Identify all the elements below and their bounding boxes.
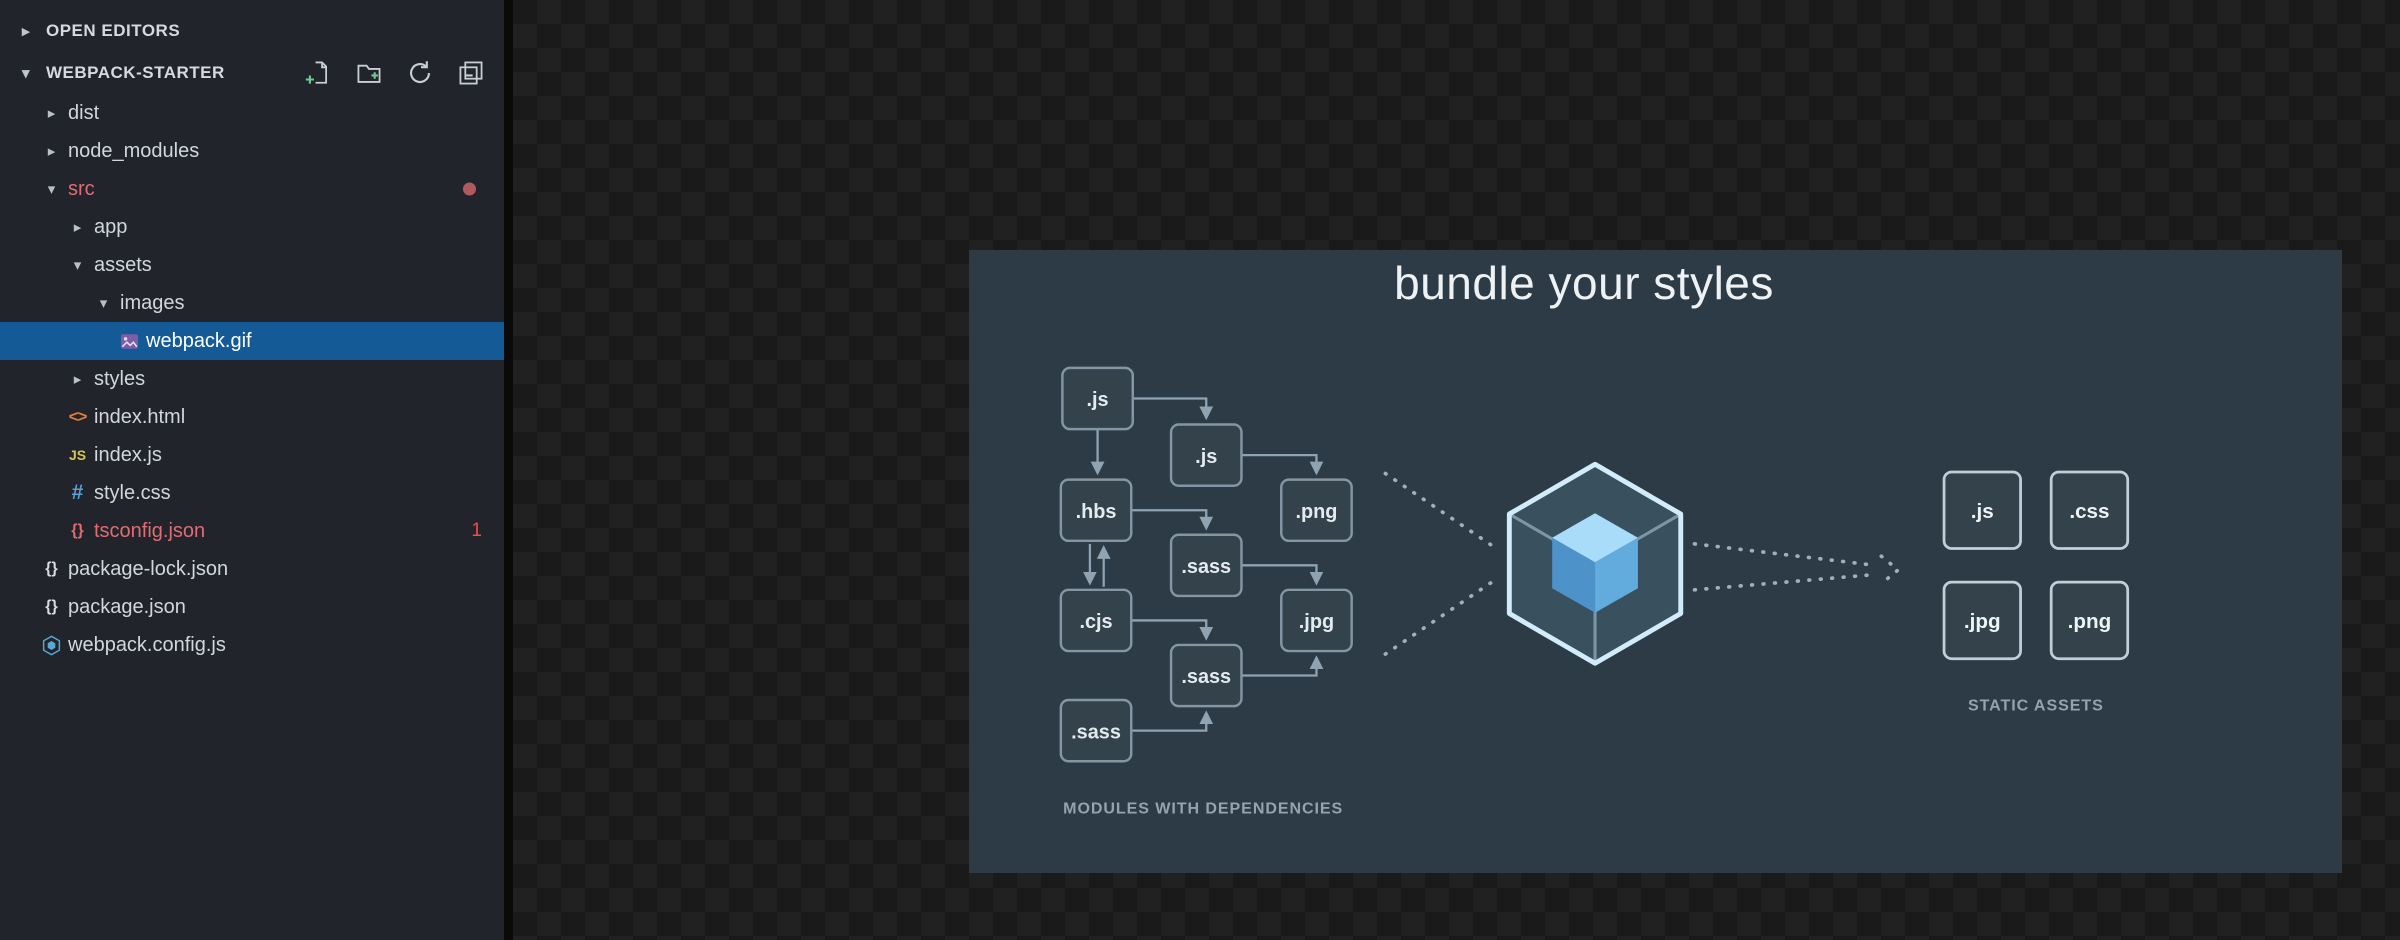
asset-box-label: .png: [2068, 610, 2112, 633]
tree-item-style-css[interactable]: # style.css: [0, 474, 504, 512]
module-box-label: .js: [1087, 389, 1109, 411]
explorer-actions: [304, 60, 504, 87]
module-box-label: .js: [1195, 446, 1217, 468]
json-icon: {}: [71, 522, 84, 539]
module-box-label: .cjs: [1079, 611, 1112, 633]
explorer-sidebar: ▸ OPEN EDITORS ▾ WEBPACK-STARTER: [0, 0, 504, 940]
section-label: WEBPACK-STARTER: [46, 63, 225, 82]
module-box-label: .jpg: [1299, 611, 1334, 633]
asset-box-label: .jpg: [1964, 610, 2001, 633]
folder-label: styles: [94, 367, 146, 390]
webpack-cube-logo: [1506, 461, 1684, 666]
tree-item-package-json[interactable]: {} package.json: [0, 588, 504, 626]
folder-label: dist: [68, 101, 100, 124]
file-label: webpack.gif: [146, 329, 252, 352]
problem-badge-dot: [463, 182, 476, 196]
tree-item-styles[interactable]: ▸ styles: [0, 360, 504, 398]
chevron-right-icon: ▸: [73, 371, 82, 388]
module-boxes: .js .js .png .hbs .sass .cjs .jpg .sass …: [1059, 366, 1353, 763]
module-box-label: .sass: [1181, 556, 1231, 578]
chevron-down-icon: ▾: [99, 295, 108, 312]
file-label: package-lock.json: [68, 557, 229, 580]
file-label: index.html: [94, 405, 186, 428]
module-box-label: .sass: [1181, 666, 1231, 688]
html-icon: <>: [68, 407, 88, 426]
json-icon: {}: [45, 560, 58, 577]
file-label: tsconfig.json: [94, 519, 206, 542]
section-label: OPEN EDITORS: [46, 21, 181, 40]
tree-item-webpack-gif[interactable]: webpack.gif: [0, 322, 504, 360]
problem-count-badge: 1: [471, 520, 482, 541]
new-folder-icon[interactable]: [355, 60, 382, 87]
folder-label: node_modules: [68, 139, 200, 162]
tree-item-dist[interactable]: ▸ dist: [0, 94, 504, 132]
file-label: package.json: [68, 595, 186, 618]
new-file-icon[interactable]: [304, 60, 331, 87]
chevron-down-icon: ▾: [21, 65, 31, 82]
webpack-icon: [38, 634, 65, 656]
static-assets-caption: STATIC ASSETS: [1968, 697, 2104, 715]
chevron-down-icon: ▾: [73, 257, 82, 274]
folder-label: assets: [94, 253, 152, 276]
chevron-right-icon: ▸: [21, 23, 31, 40]
section-open-editors[interactable]: ▸ OPEN EDITORS: [0, 10, 504, 52]
sidebar-splitter[interactable]: [504, 0, 513, 940]
tree-item-node-modules[interactable]: ▸ node_modules: [0, 132, 504, 170]
tree-item-package-lock-json[interactable]: {} package-lock.json: [0, 550, 504, 588]
webpack-gif-preview: bundle your styles: [969, 250, 2342, 873]
chevron-down-icon: ▾: [47, 181, 56, 198]
file-label: index.js: [94, 443, 162, 466]
tree-item-webpack-config-js[interactable]: webpack.config.js: [0, 626, 504, 664]
folder-label: images: [120, 291, 185, 314]
module-box-label: .hbs: [1076, 501, 1117, 523]
static-asset-boxes: .js .css .jpg .png: [1942, 470, 2130, 661]
chevron-right-icon: ▸: [73, 219, 82, 236]
file-label: webpack.config.js: [68, 633, 226, 656]
image-icon: [116, 331, 143, 352]
tree-item-tsconfig-json[interactable]: {} tsconfig.json 1: [0, 512, 504, 550]
file-label: style.css: [94, 481, 171, 504]
tree-item-index-js[interactable]: JS index.js: [0, 436, 504, 474]
module-arrows: [1083, 397, 1324, 732]
modules-caption: MODULES WITH DEPENDENCIES: [1063, 799, 1343, 817]
folder-label: app: [94, 215, 128, 238]
tree-item-index-html[interactable]: <> index.html: [0, 398, 504, 436]
webpack-diagram: .js .js .png .hbs .sass .cjs .jpg .sass …: [1059, 366, 2130, 817]
js-icon: JS: [68, 447, 87, 463]
section-webpack-starter[interactable]: ▾ WEBPACK-STARTER: [0, 52, 504, 94]
refresh-icon[interactable]: [406, 60, 433, 87]
chevron-right-icon: ▸: [47, 143, 56, 160]
asset-box-label: .js: [1971, 500, 1994, 523]
tree-item-assets[interactable]: ▾ assets: [0, 246, 504, 284]
module-box-label: .png: [1295, 501, 1337, 523]
folder-label: src: [68, 177, 95, 200]
asset-box-label: .css: [2069, 500, 2109, 523]
image-preview-pane: bundle your styles: [513, 0, 2400, 940]
collapse-all-icon[interactable]: [457, 60, 484, 87]
module-box-label: .sass: [1071, 721, 1121, 743]
chevron-right-icon: ▸: [47, 105, 56, 122]
tree-item-app[interactable]: ▸ app: [0, 208, 504, 246]
css-icon: #: [71, 481, 84, 504]
tree-item-images[interactable]: ▾ images: [0, 284, 504, 322]
tree-item-src[interactable]: ▾ src: [0, 170, 504, 208]
image-title: bundle your styles: [1394, 257, 1774, 309]
flow-dotted-lines: [1383, 471, 1902, 656]
json-icon: {}: [45, 598, 58, 615]
